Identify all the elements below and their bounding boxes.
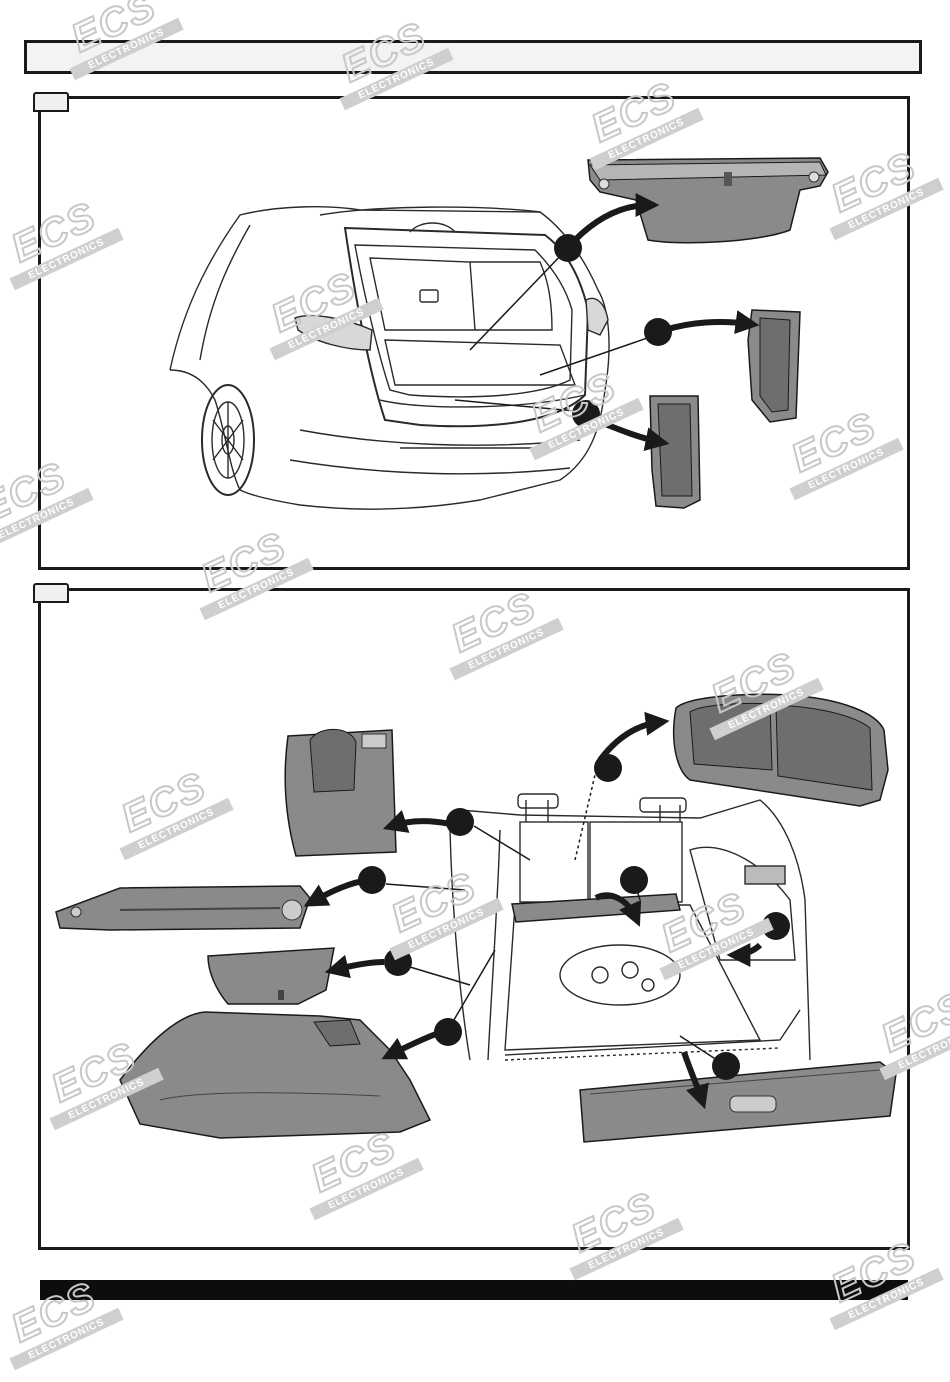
side-cover-part [207, 947, 335, 1005]
footer-bar [40, 1280, 908, 1300]
side-panel-part [119, 1011, 432, 1139]
step-2-tab [33, 583, 69, 603]
callout-2 [644, 318, 672, 346]
side-trim-right-part [747, 309, 801, 423]
bumper-trim-part [579, 1061, 897, 1143]
seat-backrest-left-part [284, 728, 397, 857]
car-rear-drawing [169, 206, 610, 510]
callout-1 [554, 234, 582, 262]
panel-2-leaders [385, 774, 771, 1063]
callout-6 [384, 948, 412, 976]
callout-11 [712, 1052, 740, 1080]
side-trim-left-part [649, 395, 701, 509]
callout-9 [620, 866, 648, 894]
callout-10 [762, 912, 790, 940]
callout-5 [358, 866, 386, 894]
illustration [55, 157, 897, 1143]
floor-cover-part [511, 893, 681, 923]
callout-8 [594, 754, 622, 782]
callout-7 [434, 1018, 462, 1046]
sill-trim-part [55, 885, 311, 931]
luggage-cover-part [587, 157, 829, 244]
cargo-area-drawing [449, 793, 811, 1061]
callout-4 [446, 808, 474, 836]
callout-3 [572, 400, 600, 428]
step-1-tab [33, 92, 69, 112]
panel-2-arrows [303, 711, 763, 1110]
rear-seat-backrest-part [672, 693, 889, 807]
